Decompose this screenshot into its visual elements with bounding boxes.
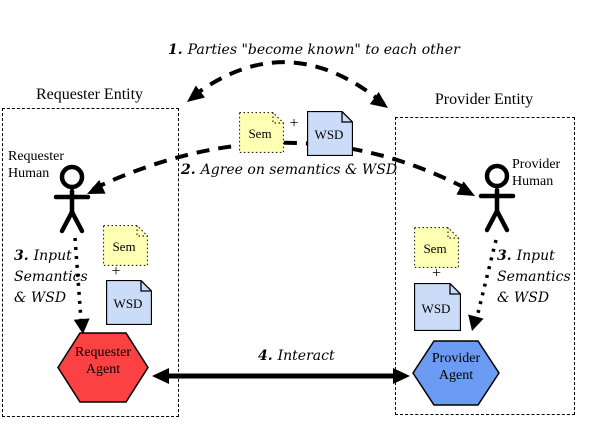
- step3-left-label: 3.Input Semantics & WSD: [14, 248, 88, 306]
- svg-text:Sem: Sem: [423, 241, 446, 256]
- requester-human-icon: [53, 164, 91, 234]
- step2-number: 2.: [181, 162, 196, 178]
- provider-agent-label: Provider Agent: [431, 351, 481, 383]
- step3-right-label: 3.Input Semantics & WSD: [497, 248, 571, 306]
- provider-entity-title: Provider Entity: [434, 91, 534, 108]
- provider-entity-box: [395, 117, 575, 415]
- step4-text: Interact: [277, 348, 335, 364]
- provider-agent-hexagon: [412, 340, 500, 406]
- svg-text:WSD: WSD: [315, 127, 344, 142]
- become-known-arc-arrow: [187, 60, 388, 108]
- requester-agent-hexagon: [57, 332, 149, 403]
- requester-entity-box: [2, 108, 179, 417]
- sem-note-icon-center: Sem: [239, 112, 284, 153]
- wsd-document-icon-right: WSD: [414, 283, 461, 331]
- interact-arrow: [152, 368, 410, 384]
- step1-text: Parties "become known" to each other: [187, 42, 460, 58]
- requester-agent-label: Requester Agent: [75, 345, 131, 377]
- plus-sign-right: +: [431, 265, 442, 282]
- sem-note-icon-left: Sem: [103, 225, 148, 266]
- svg-text:WSD: WSD: [114, 296, 143, 311]
- plus-sign-left: +: [111, 263, 121, 280]
- step3-left-number: 3.: [14, 248, 29, 264]
- sem-note-icon-right: Sem: [414, 227, 459, 268]
- svg-text:Sem: Sem: [248, 126, 271, 141]
- input-arrow-left: [73, 237, 90, 334]
- svg-text:Sem: Sem: [112, 239, 135, 254]
- step2-text: Agree on semantics & WSD: [200, 162, 398, 178]
- provider-human-icon: [478, 163, 516, 233]
- step1-label: 1.Parties "become known" to each other: [168, 40, 460, 60]
- provider-human-label: Provider Human: [512, 157, 561, 189]
- plus-sign-center: +: [289, 115, 299, 132]
- step1-number: 1.: [168, 42, 183, 58]
- requester-human-label: Requester Human: [8, 149, 64, 181]
- input-arrow-right: [468, 239, 498, 331]
- step4-label: 4.Interact: [258, 346, 335, 366]
- step3-right-number: 3.: [497, 248, 512, 264]
- wsd-document-icon-center: WSD: [307, 111, 353, 156]
- requester-entity-title: Requester Entity: [35, 86, 144, 103]
- step2-label: 2.Agree on semantics & WSD: [181, 160, 397, 180]
- svg-text:WSD: WSD: [422, 301, 451, 316]
- step4-number: 4.: [258, 348, 273, 364]
- wsd-document-icon-left: WSD: [106, 280, 152, 325]
- agree-semantics-arrow: [87, 140, 475, 196]
